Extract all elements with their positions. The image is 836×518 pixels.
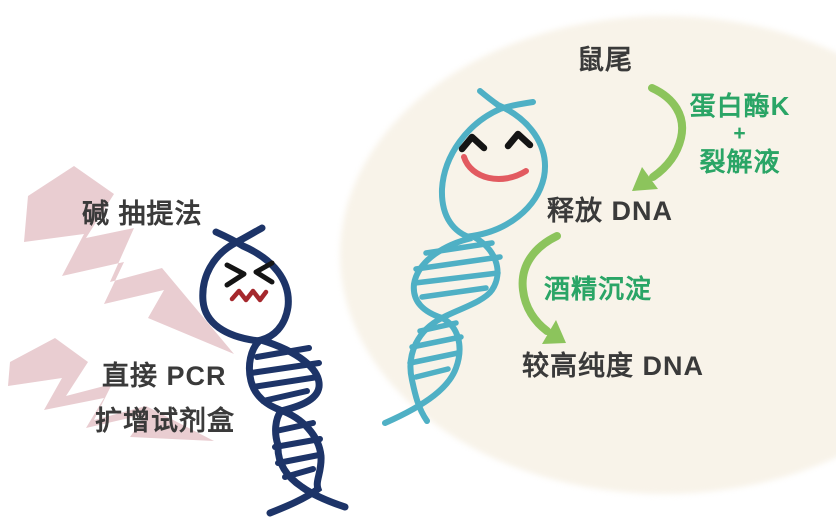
smile-icon xyxy=(461,154,529,182)
sad-dna-icon xyxy=(199,224,349,517)
result-label: 较高纯度 DNA xyxy=(522,351,704,381)
source-label: 鼠尾 xyxy=(577,45,633,75)
dna-rungs xyxy=(248,345,323,480)
alcohol-precipitation-label: 酒精沉淀 xyxy=(544,274,653,304)
plus-sign: + xyxy=(733,122,747,145)
lightning-bolts-group xyxy=(8,166,234,441)
lysis-buffer-label: 裂解液 xyxy=(699,147,781,177)
lightning-bolt-icon xyxy=(24,166,234,354)
released-dna-label: 释放 DNA xyxy=(547,196,673,226)
step1-reagents: 蛋白酶K + 裂解液 xyxy=(672,90,808,178)
direct-pcr-label: 直接 PCR xyxy=(102,361,227,391)
happy-dna-icon xyxy=(382,88,548,426)
proteinase-k-label: 蛋白酶K xyxy=(689,91,791,121)
squeezed-eyes-icon xyxy=(224,260,275,288)
alkali-method-label: 碱 抽提法 xyxy=(82,199,203,229)
pcr-kit-label: 扩增试剂盒 xyxy=(95,406,235,436)
dna-rungs xyxy=(407,240,503,380)
lightning-bolt-icon xyxy=(8,338,214,441)
zigzag-mouth-icon xyxy=(229,288,269,303)
curved-arrow-icon xyxy=(632,84,687,191)
curved-arrow-icon xyxy=(518,232,566,344)
happy-eyes-icon xyxy=(458,130,534,153)
